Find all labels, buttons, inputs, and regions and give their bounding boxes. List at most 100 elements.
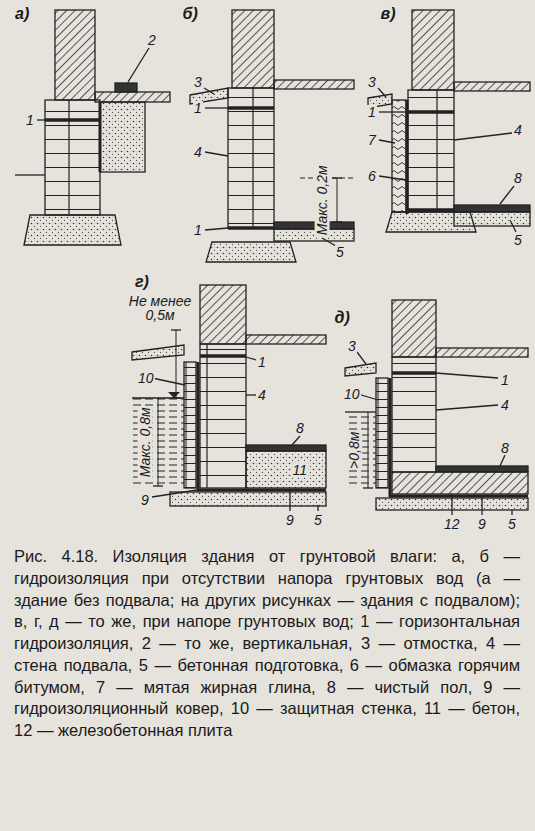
panel-a-stroke [24, 215, 121, 245]
panel-d-stroke [345, 411, 376, 412]
panel-letter: г) [134, 274, 150, 291]
callout-number: 3 [193, 75, 203, 90]
panel-g-stroke [289, 491, 290, 511]
panel-v-stroke [412, 10, 454, 90]
callout-number: 1 [257, 355, 267, 370]
panel-a [15, 10, 170, 245]
callout-number: 4 [513, 123, 523, 138]
panel-v-stroke [386, 212, 476, 232]
panel-b [190, 10, 354, 262]
panel-v-stroke [379, 140, 395, 143]
panel-v-stroke [454, 205, 530, 212]
dimension-label: >0,8м [347, 430, 362, 469]
panel-d-stroke [436, 373, 498, 378]
panel-b-stroke [274, 80, 354, 89]
dimension-label: Не менее 0,5м [124, 294, 196, 323]
panel-v-stroke [408, 208, 454, 212]
panel-v-stroke [454, 133, 512, 140]
callout-number: 1 [193, 223, 203, 238]
panel-g-stroke [246, 357, 256, 360]
panel-letter: б) [182, 6, 199, 23]
panel-g-stroke [153, 485, 163, 486]
panel-d-stroke [436, 348, 528, 357]
panel-d-stroke [390, 378, 528, 496]
panel-v-stroke [379, 111, 408, 112]
callout-number: 4 [500, 398, 510, 413]
panel-d-stroke [392, 371, 436, 375]
panel-v-stroke [392, 100, 406, 212]
callout-number: 9 [285, 513, 295, 528]
panel-d-stroke [451, 494, 452, 515]
panel-d-stroke [511, 510, 512, 515]
panel-d-stroke [357, 352, 366, 364]
panel-a-stroke [37, 119, 45, 120]
callout-number: 6 [367, 169, 377, 184]
panel-g-stroke [152, 378, 185, 385]
dimension-label: Макс. 0,8м [138, 406, 153, 478]
panel-a-stroke [55, 10, 95, 100]
panel-d-stroke [500, 455, 505, 466]
panel-letter: а) [14, 6, 30, 23]
panel-d-stroke [392, 357, 436, 472]
panel-v-stroke [406, 100, 409, 214]
panel-g-stroke [200, 285, 246, 344]
panel-d-stroke [358, 394, 378, 400]
panel-b-stroke [228, 106, 274, 110]
callout-number: 12 [443, 517, 461, 532]
panel-d-stroke [392, 472, 528, 494]
panel-g-stroke [317, 505, 318, 511]
panel-v [368, 10, 530, 232]
panel-a-stroke [45, 118, 100, 122]
callout-number: 9 [140, 493, 150, 508]
panel-b-stroke [232, 10, 274, 88]
panel-g-stroke [132, 398, 184, 486]
panel-g-stroke [158, 398, 159, 486]
callout-number: 5 [313, 513, 323, 528]
panel-d-stroke [376, 378, 388, 488]
callout-number: 8 [295, 421, 305, 436]
panel-b-stroke [322, 238, 336, 246]
callout-number: 4 [257, 388, 267, 403]
figure-caption: Рис. 4.18. Изоляция здания от грунтовой … [14, 547, 520, 739]
panel-g-stroke [171, 397, 181, 398]
panel-a-stroke [95, 92, 170, 102]
panel-b-stroke [205, 107, 228, 108]
panel-g-stroke [246, 394, 256, 395]
callout-number: 3 [367, 75, 377, 90]
panel-a-stroke [99, 102, 102, 172]
callout-number: 5 [335, 245, 345, 260]
panel-g-stroke [200, 354, 246, 358]
panel-v-stroke [500, 186, 514, 204]
panel-g-stroke [246, 451, 326, 488]
callout-number: 10 [137, 371, 155, 386]
panel-v-stroke [408, 90, 454, 212]
panel-d-stroke [436, 466, 528, 472]
panel-d-stroke [392, 300, 436, 357]
panel-d-stroke [345, 363, 376, 376]
callout-number: 10 [343, 387, 361, 402]
panel-b-stroke [204, 88, 214, 94]
panel-d-stroke [345, 412, 376, 488]
panel-v-stroke [454, 82, 530, 91]
panel-a-stroke [15, 174, 45, 175]
panel-g-stroke [246, 445, 326, 451]
panel-a-stroke [100, 102, 145, 172]
callout-number: 8 [513, 171, 523, 186]
panel-b-stroke [205, 152, 228, 156]
panel-d-stroke [368, 412, 369, 488]
panel-b-stroke [337, 178, 338, 222]
callout-number: 3 [347, 339, 357, 354]
panel-d-stroke [363, 487, 373, 488]
callout-number: 8 [500, 441, 510, 456]
panel-b-stroke [228, 88, 274, 228]
panel-v-stroke [408, 110, 454, 114]
callout-number: 11 [292, 463, 309, 478]
panel-b-stroke [228, 226, 274, 230]
panel-g-stroke [292, 436, 300, 445]
callout-number: 1 [193, 101, 203, 116]
panel-g-stroke [184, 362, 196, 488]
callout-number: 9 [477, 517, 487, 532]
panel-d [345, 300, 528, 515]
panel-a-stroke [115, 83, 137, 92]
dimension-label: Макс. 0,2м [315, 164, 330, 236]
